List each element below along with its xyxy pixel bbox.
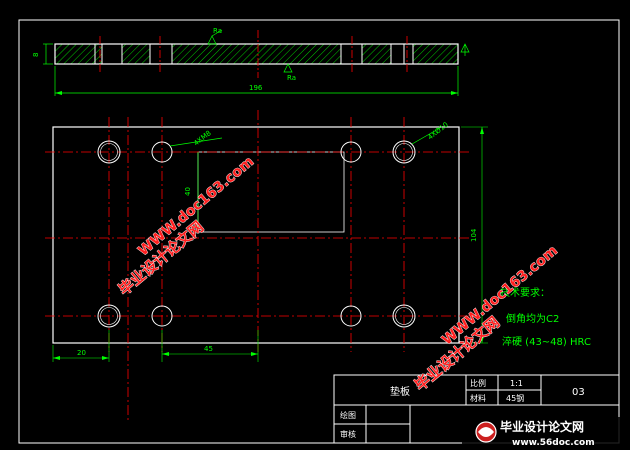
hole [392,304,416,328]
drawn-by-label: 绘图 [340,410,356,420]
material-value: 45钢 [506,393,524,403]
drawing-number: 03 [572,387,585,398]
corner-url: www.56doc.com [512,438,595,448]
tech-req-item: 倒角均为C2 [506,313,559,325]
scale-label: 比例 [470,378,486,388]
watermark-upper: 毕业设计论文网 WWW.doc163.com [115,153,258,299]
watermark-url: WWW.doc163.com [135,154,257,260]
scale-value: 1:1 [510,379,523,388]
drawing-frame [18,19,620,444]
checked-by-label: 审核 [340,429,356,439]
hole [151,141,173,163]
title-block: 垫板 比例 1:1 材料 45钢 03 绘图 审核 [333,374,620,444]
thickness-dim-label: 8 [32,53,40,57]
thread-callout-right: 4XØ10 [426,121,450,142]
hole [340,305,362,327]
corner-site-name: 毕业设计论文网 [500,419,584,434]
roughness-mark-bottom: Ra [287,74,296,82]
roughness-mark-top: Ra [213,27,222,35]
part-name: 垫板 [390,385,410,398]
tech-req-item: 淬硬 (43~48) HRC [502,335,591,348]
hole [340,141,362,163]
section-view: 8 Ra Ra 196 [32,27,470,96]
hole [97,304,121,328]
hole-spacing-label: 45 [204,345,213,353]
thread-callout-left: 4XM8 [192,129,212,147]
hole [392,140,416,164]
hole [151,305,173,327]
material-label: 材料 [470,393,486,403]
tech-req-title: 技术要求： [500,286,550,299]
corner-logo: 毕业设计论文网 www.56doc.com [462,417,630,450]
plan-view: 4XM8 4XØ10 40 104 20 45 [45,110,488,420]
hole-x-offset-label: 20 [77,349,86,357]
technical-requirements: 技术要求： 倒角均为C2 淬硬 (43~48) HRC [500,286,591,348]
height-label: 104 [470,228,478,242]
hole-y-offset-label: 40 [184,187,192,196]
hole [97,140,121,164]
overall-length-label: 196 [249,84,263,92]
